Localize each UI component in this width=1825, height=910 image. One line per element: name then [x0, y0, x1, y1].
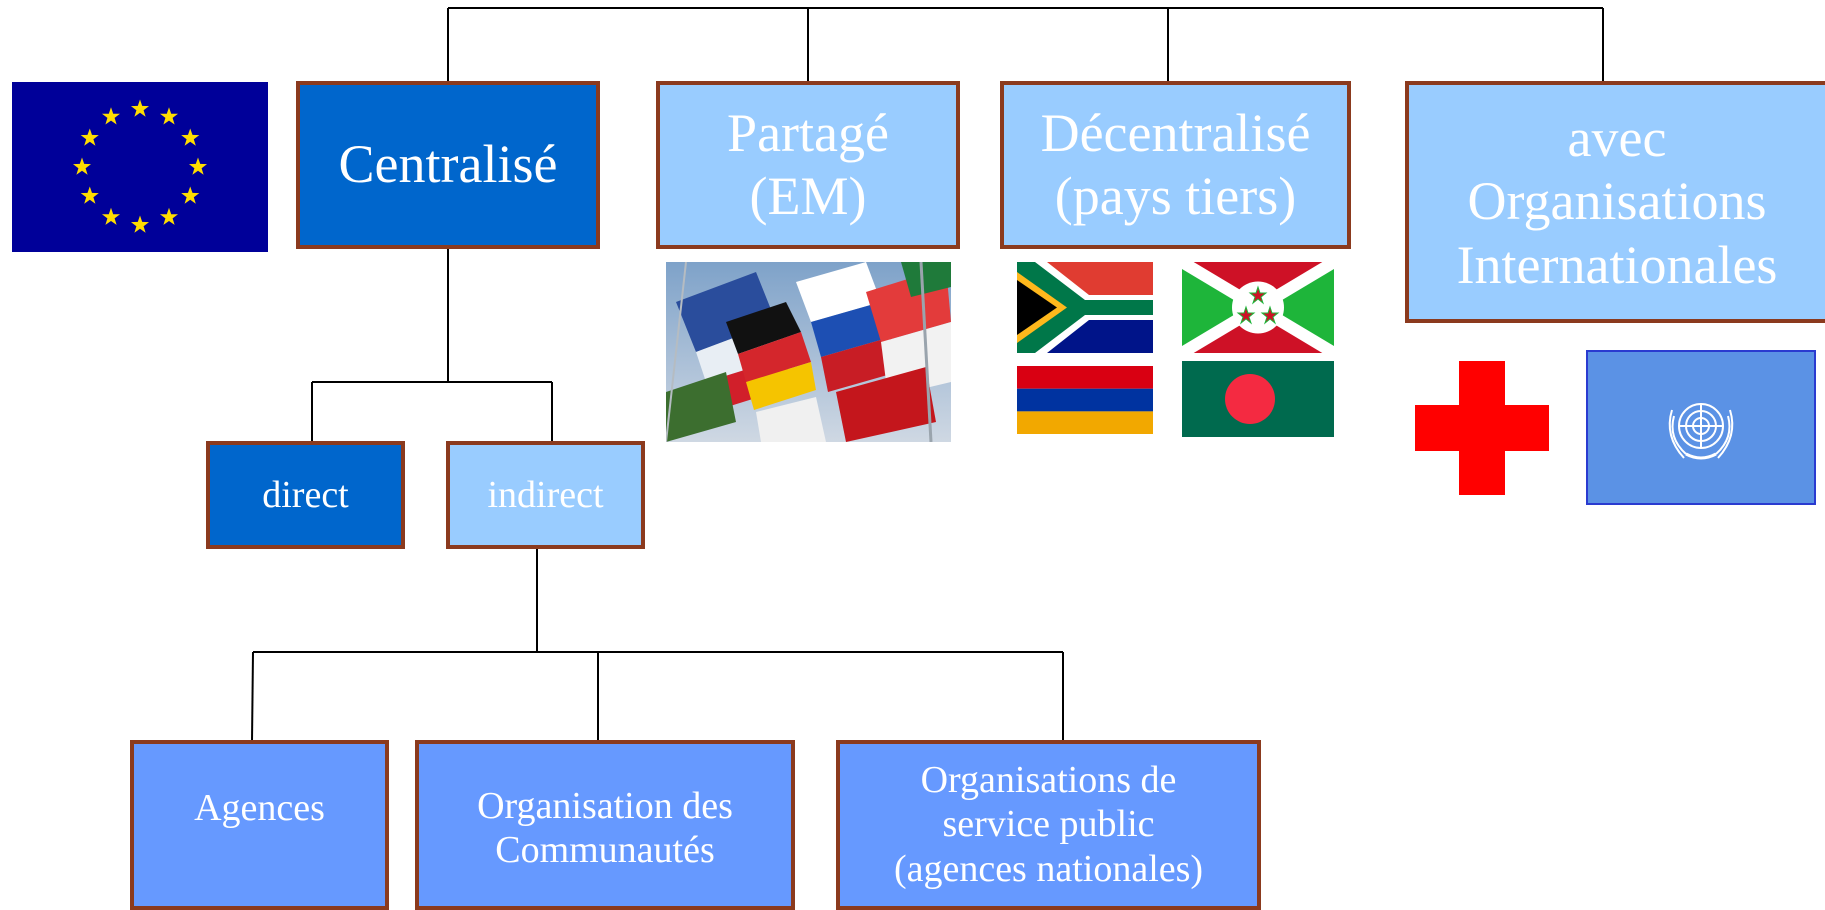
node-avec-organisations-internationales: avec Organisations Internationales [1405, 81, 1825, 323]
node-organisation-line2: Communautés [495, 829, 715, 872]
node-direct-label: direct [262, 473, 349, 516]
armenia-flag-icon [1017, 366, 1153, 434]
eu-star-icon [80, 128, 99, 146]
eu-star-icon [102, 207, 120, 225]
eu-flag-icon [12, 82, 268, 252]
node-centralise-label: Centralisé [338, 134, 558, 195]
node-partage: Partagé (EM) [656, 81, 960, 249]
node-service-public-line1: Organisations de [920, 759, 1177, 801]
node-agences: Agences [130, 740, 389, 910]
node-partage-line1: Partagé [727, 102, 889, 163]
node-avec-line2: Organisations [1467, 171, 1767, 232]
node-agences-label: Agences [194, 787, 325, 829]
south-africa-flag-icon [1017, 262, 1153, 353]
flags-photo [666, 262, 951, 442]
node-organisations-de-service-public: Organisations de service public (agences… [836, 740, 1261, 910]
node-centralise: Centralisé [296, 81, 600, 249]
eu-star-icon [181, 186, 200, 204]
eu-star-icon [189, 157, 207, 175]
eu-star-icon [73, 157, 91, 175]
node-partage-line2: (EM) [749, 166, 867, 226]
eu-star-icon [131, 99, 149, 117]
eu-star-icon [160, 207, 178, 225]
burundi-flag-icon [1182, 262, 1334, 353]
node-avec-line1: avec [1567, 108, 1667, 169]
node-direct: direct [206, 441, 405, 549]
eu-star-icon [160, 107, 178, 125]
eu-star-icon [131, 215, 149, 233]
bangladesh-flag-icon [1182, 361, 1334, 437]
red-cross-icon [1415, 361, 1549, 495]
node-organisation-line1: Organisation des [477, 785, 733, 827]
node-decentralise-line1: Décentralisé [1040, 102, 1311, 163]
node-service-public-line3: (agences nationales) [893, 847, 1204, 890]
node-indirect: indirect [446, 441, 645, 549]
node-organisation-des-communautes: Organisation des Communautés [415, 740, 795, 910]
node-service-public-line2: service public [942, 803, 1155, 846]
node-decentralise: Décentralisé (pays tiers) [1000, 81, 1351, 249]
eu-star-icon [80, 186, 99, 204]
eu-star-icon [181, 128, 200, 146]
node-decentralise-line2: (pays tiers) [1054, 166, 1297, 226]
eu-star-icon [102, 107, 120, 125]
node-avec-line3: Internationales [1456, 234, 1778, 295]
un-flag-icon [1586, 350, 1816, 505]
node-indirect-label: indirect [487, 473, 604, 516]
